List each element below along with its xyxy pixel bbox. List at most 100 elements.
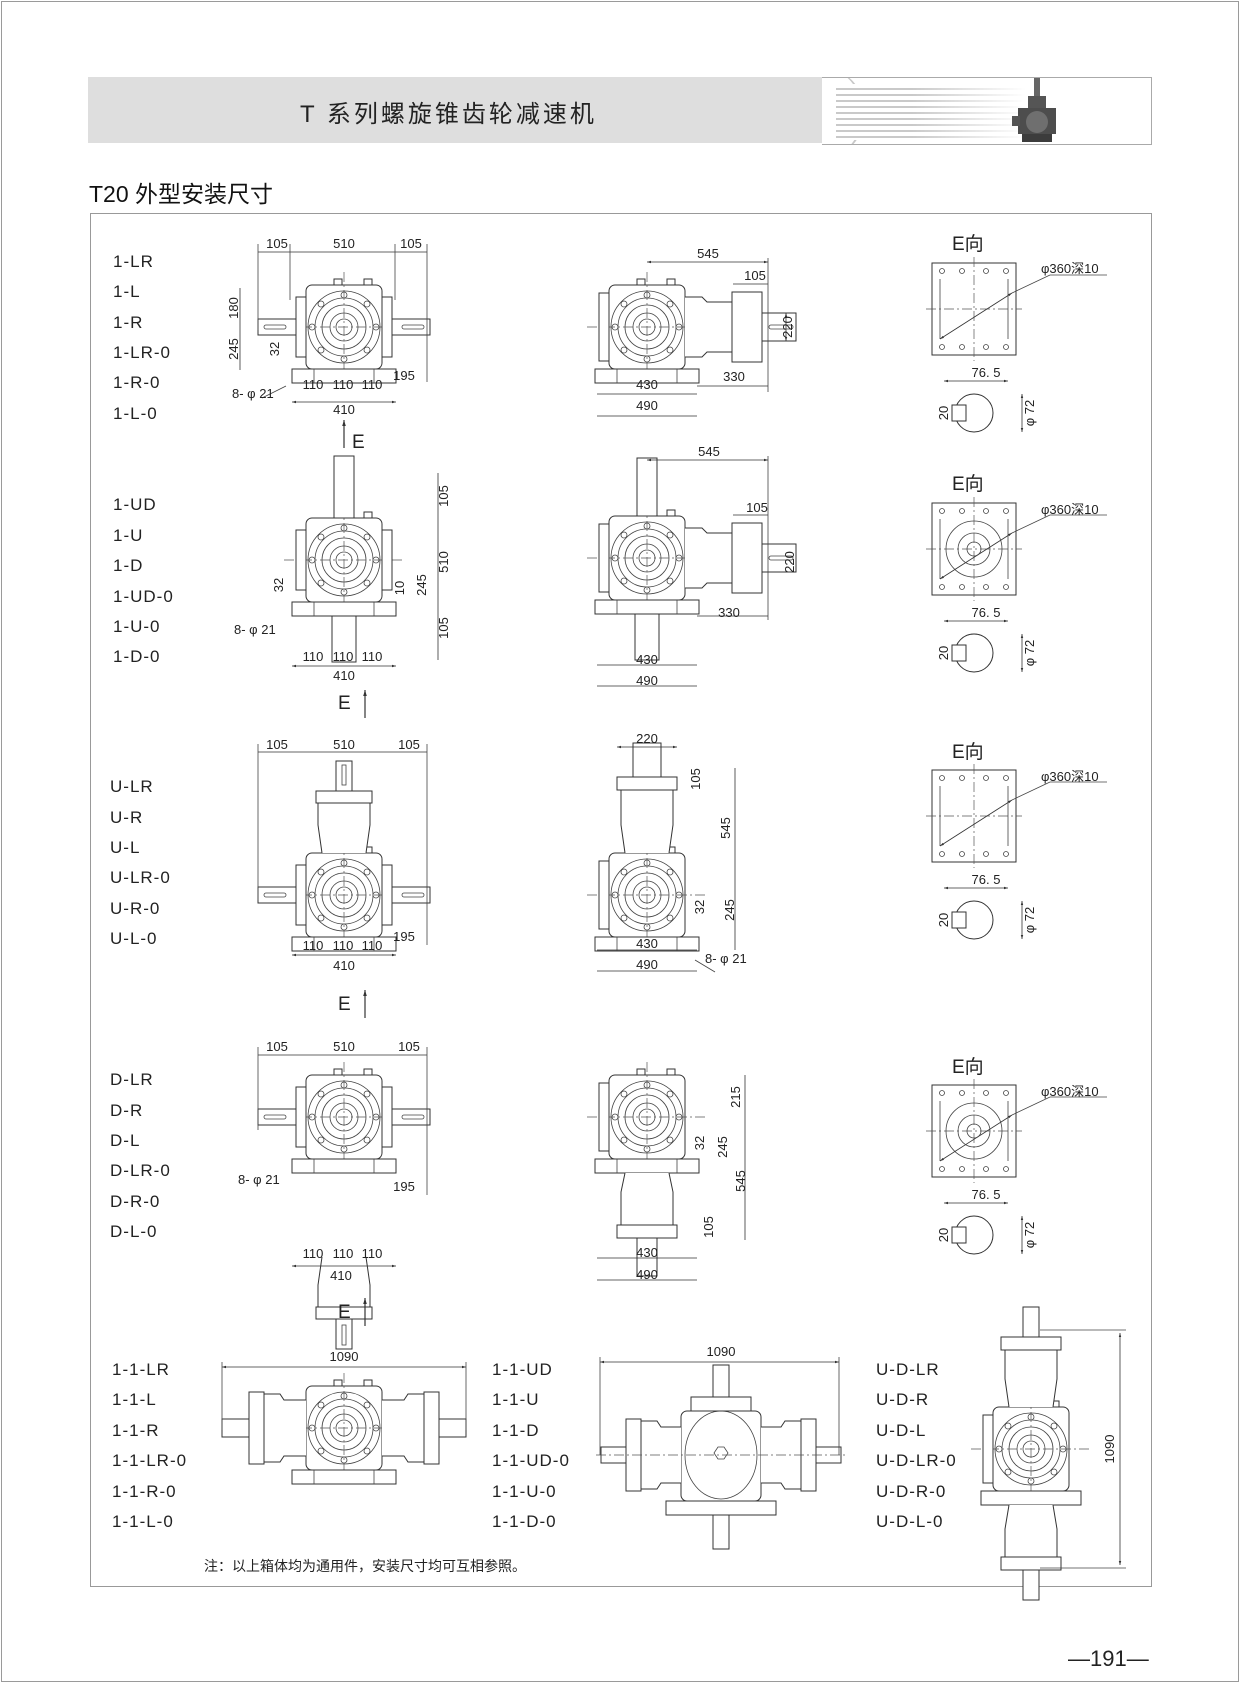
footnote: 注：以上箱体均为通用件，安装尺寸均可互相参照。 [204, 1558, 526, 1574]
dim-text: 220 [636, 731, 658, 746]
dim-text: 220 [782, 551, 797, 573]
dim-text: 110 [362, 938, 383, 953]
dim-text: 245 [226, 338, 241, 360]
row2-side-view: 545 105 220 330 430 490 [586, 444, 797, 688]
dim-text: φ360深10 [1041, 261, 1099, 276]
dim-text: 195 [393, 929, 415, 944]
dim-text: 110 [362, 1246, 383, 1261]
dim-text: 545 [698, 444, 720, 459]
model-label: 1-1-UD-0 [492, 1451, 570, 1470]
model-label: U-D-LR-0 [876, 1451, 957, 1470]
dim-text: 510 [333, 236, 355, 251]
dim-text: 490 [636, 957, 658, 972]
dim-text: 105 [398, 737, 420, 752]
dim-text: 430 [636, 936, 658, 951]
model-label: 1-U-0 [113, 617, 161, 636]
row1-e-view: E向 φ360深10 76. 5 20 φ 72 [926, 233, 1107, 432]
model-label: 1-1-D-0 [492, 1512, 557, 1531]
dim-text: 110 [333, 377, 354, 392]
row3-front-view: 105 510 105 195 110 110 110 410 E [257, 737, 431, 1018]
dim-text: 220 [780, 316, 795, 338]
dim-text: 545 [718, 817, 733, 839]
dim-text: 76. 5 [972, 1187, 1001, 1202]
row4-e-view: E向 φ360深10 76. 5 20 φ 72 [926, 1056, 1107, 1254]
dim-text: 430 [636, 1245, 658, 1260]
model-label: D-L-0 [110, 1222, 158, 1241]
model-label: 1-1-D [492, 1421, 540, 1440]
dim-text: 105 [436, 617, 451, 639]
dim-text: 510 [333, 737, 355, 752]
model-label: 1-1-LR [112, 1360, 170, 1379]
dim-text: 20 [936, 406, 951, 420]
row1-front-view: 105 510 105 180 245 32 8- φ 21 110 110 1… [226, 236, 431, 453]
model-label: U-LR-0 [110, 868, 171, 887]
e-view-title: E向 [952, 473, 984, 495]
dim-text: 8- φ 21 [232, 386, 274, 401]
page-header-title: T 系列螺旋锥齿轮减速机 [300, 101, 597, 128]
dim-text: 8- φ 21 [234, 622, 276, 637]
model-label: 1-L [113, 282, 141, 301]
dim-text: φ360深10 [1041, 502, 1099, 517]
dim-text: 105 [400, 236, 422, 251]
dim-text: 490 [636, 673, 658, 688]
dim-text: 105 [436, 485, 451, 507]
row1-side-view: 545 105 220 430 330 490 [586, 246, 797, 417]
dim-text: 8- φ 21 [238, 1172, 280, 1187]
model-label: D-LR-0 [110, 1161, 171, 1180]
header-stripes [836, 84, 1026, 140]
model-label: D-R [110, 1101, 144, 1120]
model-label: 1-L-0 [113, 404, 158, 423]
dim-text: 1090 [330, 1349, 359, 1364]
dim-text: 410 [333, 402, 355, 417]
dim-text: 430 [636, 377, 658, 392]
e-view-title: E向 [952, 741, 984, 763]
dim-text: 10 [392, 581, 407, 595]
dim-text: 105 [398, 1039, 420, 1054]
dim-text: 110 [362, 649, 383, 664]
dim-text: φ 72 [1022, 400, 1037, 427]
model-label: 1-1-UD [492, 1360, 553, 1379]
model-label: 1-R [113, 313, 144, 332]
row2-front-view: 105 510 10 245 105 32 8- φ 21 110 110 11… [234, 455, 451, 718]
model-label: 1-R-0 [113, 373, 161, 392]
dim-text: φ 72 [1022, 907, 1037, 934]
e-direction-label: E [352, 432, 365, 453]
dim-text: 330 [723, 369, 745, 384]
header-product-panel [822, 77, 1152, 145]
model-label: 1-1-R [112, 1421, 160, 1440]
model-label: 1-1-L-0 [112, 1512, 174, 1531]
dim-text: 20 [936, 1228, 951, 1242]
dim-text: 105 [266, 737, 288, 752]
dim-text: 105 [266, 1039, 288, 1054]
model-label: D-R-0 [110, 1192, 161, 1211]
dim-text: 105 [701, 1216, 716, 1238]
dim-text: 180 [226, 297, 241, 319]
model-label: U-D-L-0 [876, 1512, 944, 1531]
dim-text: 8- φ 21 [705, 951, 747, 966]
dim-text: 245 [414, 574, 429, 596]
model-label: 1-LR [113, 252, 154, 271]
model-label: U-L-0 [110, 929, 158, 948]
model-label: D-L [110, 1131, 141, 1150]
dim-text: 76. 5 [972, 605, 1001, 620]
dim-text: 490 [636, 1267, 658, 1282]
model-label: 1-UD [113, 495, 157, 514]
dim-text: φ360深10 [1041, 769, 1099, 784]
dim-text: 245 [722, 899, 737, 921]
section-title: T20 外型安装尺寸 [89, 181, 274, 207]
dim-text: 110 [362, 377, 383, 392]
model-label: 1-U [113, 526, 144, 545]
dim-text: φ360深10 [1041, 1084, 1099, 1099]
model-label: 1-1-R-0 [112, 1482, 177, 1501]
dim-text: 110 [303, 1246, 324, 1261]
dim-text: 105 [688, 768, 703, 790]
row2-e-view: E向 φ360深10 76. 5 20 φ 72 [926, 473, 1107, 672]
e-direction-label: E [338, 994, 351, 1015]
dim-text: 1090 [1102, 1435, 1117, 1464]
dim-text: 32 [267, 342, 282, 356]
dim-text: 545 [697, 246, 719, 261]
dim-text: 245 [715, 1136, 730, 1158]
bottom1-view: 1090 [221, 1349, 467, 1485]
drawing-frame [90, 213, 1152, 1587]
model-label: 1-D [113, 556, 144, 575]
